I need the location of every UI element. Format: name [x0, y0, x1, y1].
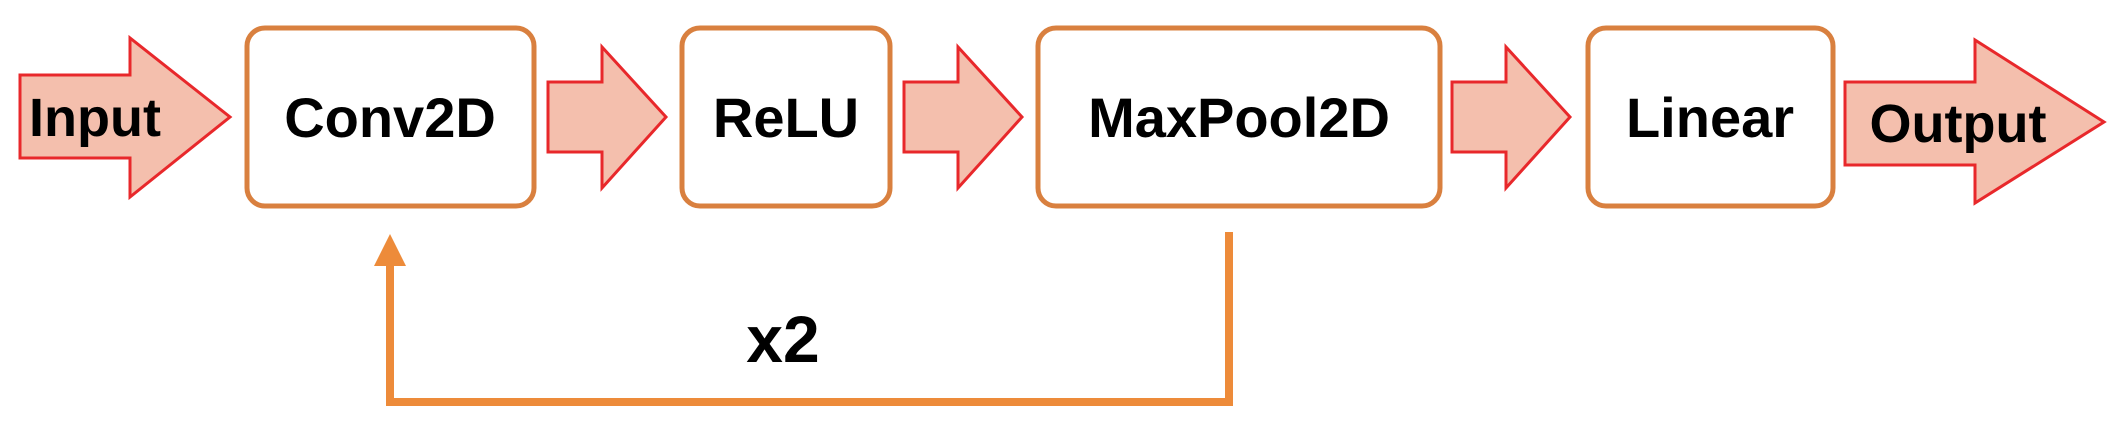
relu-box [679, 25, 893, 209]
linear-box [1585, 25, 1836, 209]
maxpool2d-box [1035, 25, 1443, 209]
flow-arrow-maxpool2d-to-linear [1450, 43, 1573, 192]
output-label: Output [1870, 94, 2047, 154]
maxpool2d-label: MaxPool2D [1088, 86, 1390, 149]
loop-repeat-label: x2 [746, 302, 819, 376]
block-relu: ReLU [679, 25, 893, 209]
conv2d-label: Conv2D [284, 86, 496, 149]
relu-label: ReLU [713, 86, 859, 149]
input-arrow: Input [18, 34, 233, 201]
flow-arrow-conv2d-to-relu [546, 43, 669, 192]
conv2d-box [244, 25, 537, 209]
output-arrow: Output [1843, 37, 2107, 206]
linear-label: Linear [1626, 86, 1794, 149]
loop-arrowhead-up-icon [374, 234, 406, 266]
loop-connector: x2 [374, 232, 1233, 406]
loop-line [386, 232, 1233, 406]
input-label: Input [29, 88, 161, 148]
block-linear: Linear [1585, 25, 1836, 209]
block-maxpool2d: MaxPool2D [1035, 25, 1443, 209]
input-arrow-shape [18, 34, 233, 201]
block-conv2d: Conv2D [244, 25, 537, 209]
flow-arrow-relu-to-maxpool2d [902, 43, 1025, 192]
output-arrow-shape [1843, 37, 2107, 206]
